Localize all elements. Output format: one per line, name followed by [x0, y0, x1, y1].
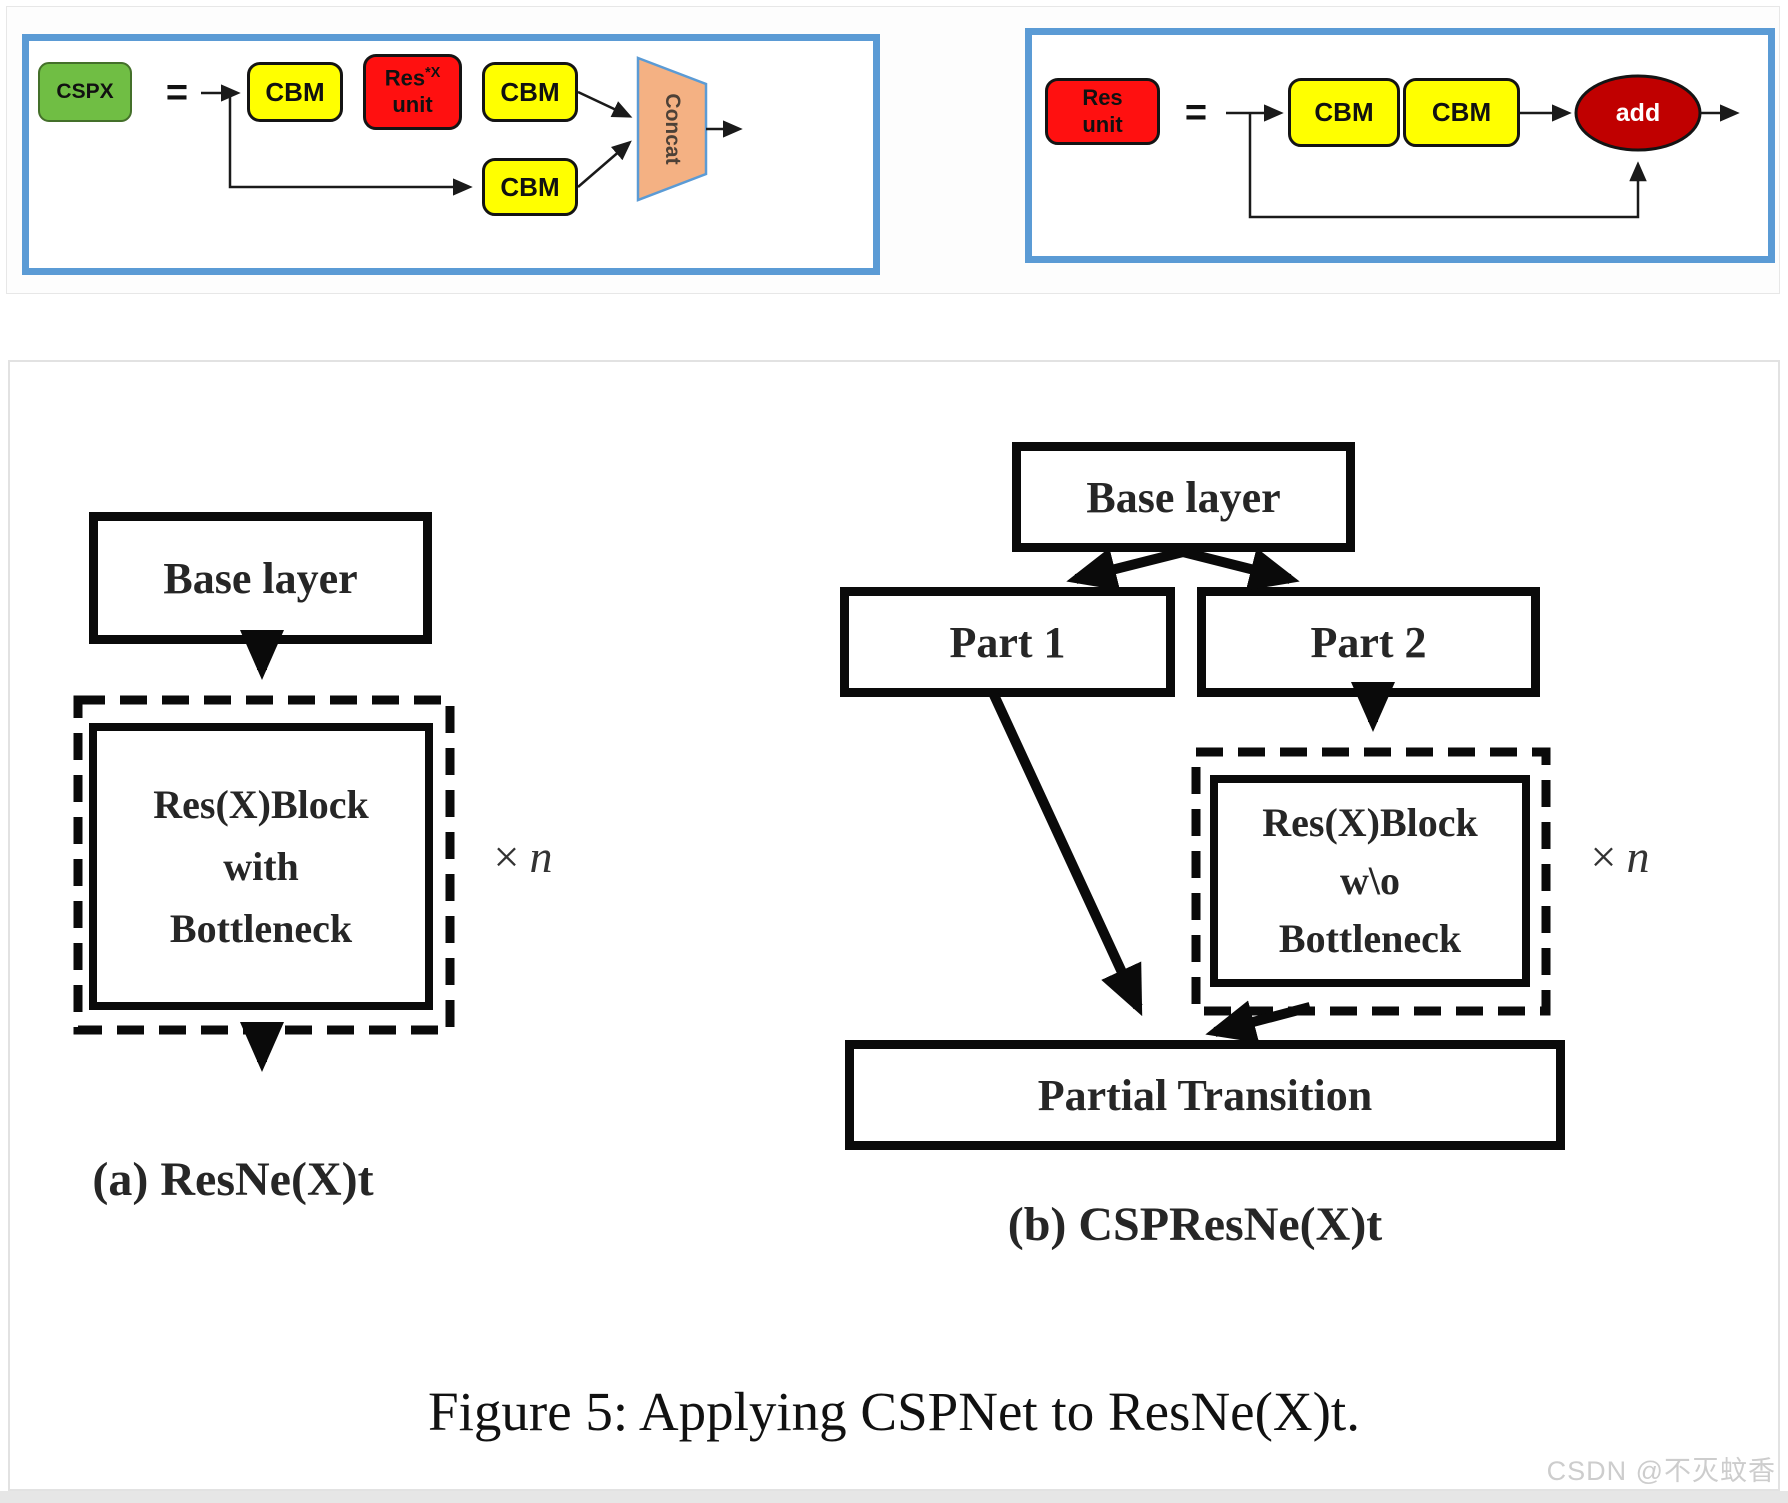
part2-box: Part 2	[1197, 587, 1540, 697]
cbm-label: CBM	[265, 76, 325, 107]
res-unit-block: Res unit	[1045, 78, 1160, 145]
resx-block-b-line1: Res(X)Block	[1262, 800, 1478, 845]
res-x-unit-line2: unit	[392, 92, 433, 118]
base-layer-box-b: Base layer	[1012, 442, 1355, 552]
res-x-unit-block: Res*X unit	[363, 54, 462, 130]
resx-block-box-a: Res(X)Block with Bottleneck	[89, 723, 433, 1010]
concat-label: Concat	[661, 93, 684, 165]
cbm-block: CBM	[482, 62, 578, 122]
cbm-label: CBM	[1431, 97, 1492, 127]
resx-block-b-line3: Bottleneck	[1278, 916, 1462, 961]
figure-panel: Base layer Res(X)Block with Bottleneck ×…	[8, 360, 1780, 1491]
resx-block-box-b: Res(X)Block w\o Bottleneck	[1210, 775, 1530, 987]
res-unit-definition-panel: Res unit = CBM CBM add	[1025, 28, 1775, 263]
bottom-edge	[0, 1491, 1788, 1503]
equals-sign: =	[1184, 91, 1208, 134]
cbm-block: CBM	[1403, 78, 1520, 147]
res-x-unit-line1: Res*X	[384, 65, 441, 91]
cbm-block: CBM	[247, 62, 343, 122]
cspx-definition-panel: CSPX = CBM Res*X unit CBM CBM Concat	[22, 34, 880, 275]
cbm-label: CBM	[1314, 97, 1374, 127]
cbm-block-bottom: CBM	[482, 158, 578, 216]
label-b: (b) CSPResNe(X)t	[1007, 1198, 1383, 1251]
watermark: CSDN @不灭蚊香	[1546, 1456, 1776, 1486]
base-layer-box-a: Base layer	[89, 512, 432, 644]
cbm-block: CBM	[1288, 78, 1400, 147]
part1-box: Part 1	[840, 587, 1175, 697]
cspx-label: CSPX	[56, 80, 114, 103]
resx-block-a-line1: Res(X)Block	[153, 781, 369, 827]
partial-transition-box: Partial Transition	[845, 1040, 1565, 1150]
resx-block-a-line2: with	[223, 843, 299, 889]
figure-caption: Figure 5: Applying CSPNet to ResNe(X)t.	[428, 1381, 1360, 1442]
res-unit-line1: Res	[1082, 85, 1123, 111]
cbm-label: CBM	[500, 76, 560, 107]
resx-block-a-line3: Bottleneck	[169, 905, 353, 951]
cspx-block: CSPX	[38, 62, 132, 122]
equals-sign: =	[165, 71, 189, 114]
cbm-label: CBM	[500, 171, 560, 202]
res-unit-connectors	[1226, 74, 1740, 219]
times-n-a: ×n	[493, 830, 553, 882]
add-label: add	[1615, 98, 1661, 127]
resx-block-b-line2: w\o	[1340, 858, 1400, 903]
times-n-b: ×n	[1590, 830, 1650, 882]
res-unit-line2: unit	[1082, 111, 1123, 137]
label-a: (a) ResNe(X)t	[92, 1153, 374, 1206]
